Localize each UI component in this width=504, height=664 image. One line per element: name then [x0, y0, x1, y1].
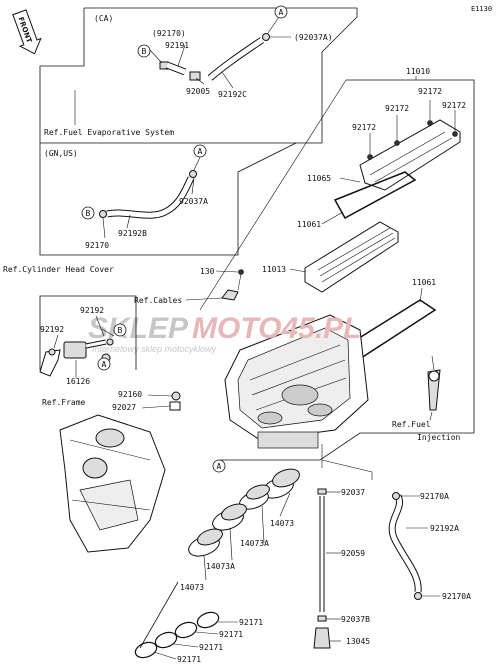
- duct-14073a-upper: [239, 484, 270, 510]
- svg-text:A: A: [198, 147, 203, 156]
- duct-14073-lower: [188, 528, 223, 557]
- label-92192b: 92192B: [118, 229, 147, 238]
- label-ref-fuel-2: Injection: [417, 433, 461, 442]
- watermark-left: SKLEP: [88, 312, 189, 345]
- svg-text:A: A: [102, 360, 107, 369]
- label-14073a-lower: 14073A: [206, 562, 235, 571]
- ca-box-label: (CA): [94, 14, 113, 23]
- duct-14073-upper: [262, 468, 300, 499]
- circle-a-ca: A: [274, 5, 288, 19]
- injector: [427, 369, 441, 411]
- label-92172-c: 92172: [442, 101, 466, 110]
- svg-text:A: A: [217, 462, 222, 471]
- label-ref-cables: Ref.Cables: [134, 296, 182, 305]
- label-fuel-evap: Ref.Fuel Evaporative System: [44, 128, 174, 137]
- circle-a-gnus: A: [193, 144, 207, 158]
- evap-hose-ca: [79, 87, 186, 115]
- clamp-92037a-ca: [262, 33, 270, 41]
- label-92171-c: 92171: [199, 643, 223, 652]
- gnus-box-label: (GN,US): [44, 149, 78, 158]
- watermark: SKLEP MOTO45.PL Internetowy sklep motocy…: [88, 312, 361, 354]
- label-92160: 92160: [118, 390, 142, 399]
- label-92171-a: 92171: [239, 618, 263, 627]
- label-92037: 92037: [341, 488, 365, 497]
- cable-clip: [221, 289, 239, 301]
- circle-a-lower: A: [212, 459, 226, 473]
- circle-a-cyl: A: [97, 357, 111, 371]
- label-92037b: 92037B: [341, 615, 370, 624]
- airbox-housing: [224, 314, 369, 449]
- clamp-92170a-top: [392, 492, 400, 500]
- watermark-sub: Internetowy sklep motocyklowy: [92, 344, 217, 354]
- label-16126: 16126: [66, 377, 90, 386]
- svg-text:B: B: [142, 47, 147, 56]
- frame-section: [59, 414, 166, 553]
- svg-text:B: B: [86, 209, 91, 218]
- label-11010: 11010: [406, 67, 430, 76]
- label-92037a-paren: (92037A): [294, 33, 333, 42]
- circle-b-ca: B: [137, 44, 151, 58]
- label-11013: 11013: [262, 265, 286, 274]
- label-13045: 13045: [346, 637, 370, 646]
- duct-14073a-lower: [212, 503, 247, 531]
- label-92192-top: 92192: [80, 306, 104, 315]
- label-92172-b: 92172: [385, 104, 409, 113]
- svg-text:A: A: [279, 8, 284, 17]
- svg-text:B: B: [118, 326, 123, 335]
- label-ref-frame: Ref.Frame: [42, 398, 86, 407]
- clamp-92170-gnus: [99, 210, 107, 218]
- clamp-92037b: [317, 615, 327, 622]
- label-92059: 92059: [341, 549, 365, 558]
- filter-pleats: [317, 227, 396, 283]
- label-ref-cylinder-head: Ref.Cylinder Head Cover: [3, 265, 114, 274]
- ca-box-outline: [39, 7, 358, 144]
- circle-b-gnus: B: [81, 206, 95, 220]
- label-14073a-upper: 14073A: [240, 539, 269, 548]
- label-92170-gnus: 92170: [85, 241, 109, 250]
- clamp-92037a-gnus: [189, 170, 197, 178]
- label-92005: 92005: [186, 87, 210, 96]
- gnus-box-outline: [39, 142, 297, 256]
- label-92192-left: 92192: [40, 325, 64, 334]
- label-92191: 92191: [165, 41, 189, 50]
- diagram-code: E1130: [471, 5, 492, 13]
- filter-element-11013: [304, 221, 399, 293]
- bolt-130: [238, 269, 244, 275]
- label-ref-fuel-1: Ref.Fuel: [392, 420, 431, 429]
- label-92171-d: 92171: [177, 655, 201, 664]
- label-92172-a: 92172: [418, 87, 442, 96]
- label-92192a: 92192A: [430, 524, 459, 533]
- label-92172-d: 92172: [352, 123, 376, 132]
- label-92192c: 92192C: [218, 90, 247, 99]
- clamps-92171: [134, 611, 220, 659]
- front-arrow: FRONT: [12, 9, 42, 55]
- label-14073-lower: 14073: [180, 583, 204, 592]
- label-92170a-top: 92170A: [420, 492, 449, 501]
- joint-92005: [189, 71, 201, 81]
- drain-plug-13045: [313, 627, 331, 649]
- label-92170-paren: (92170): [152, 29, 186, 38]
- label-11061-a: 11061: [297, 220, 321, 229]
- label-14073-upper: 14073: [270, 519, 294, 528]
- label-11065: 11065: [307, 174, 331, 183]
- label-92027: 92027: [112, 403, 136, 412]
- label-11061-b: 11061: [412, 278, 436, 287]
- label-130: 130: [200, 267, 215, 276]
- collar-92027: [169, 401, 181, 411]
- clamp-92170a-bottom: [414, 592, 422, 600]
- watermark-right: MOTO45.PL: [192, 312, 361, 345]
- grommet-92160: [171, 391, 181, 401]
- aircleaner-box-outline: [220, 79, 475, 461]
- circle-b-cyl: B: [113, 323, 127, 337]
- valve-16126: [39, 338, 114, 377]
- clamp-92037: [317, 488, 327, 495]
- label-92037a-gnus: 92037A: [179, 197, 208, 206]
- label-92171-b: 92171: [219, 630, 243, 639]
- label-92170a-bottom: 92170A: [442, 592, 471, 601]
- gasket-11065: [333, 171, 417, 220]
